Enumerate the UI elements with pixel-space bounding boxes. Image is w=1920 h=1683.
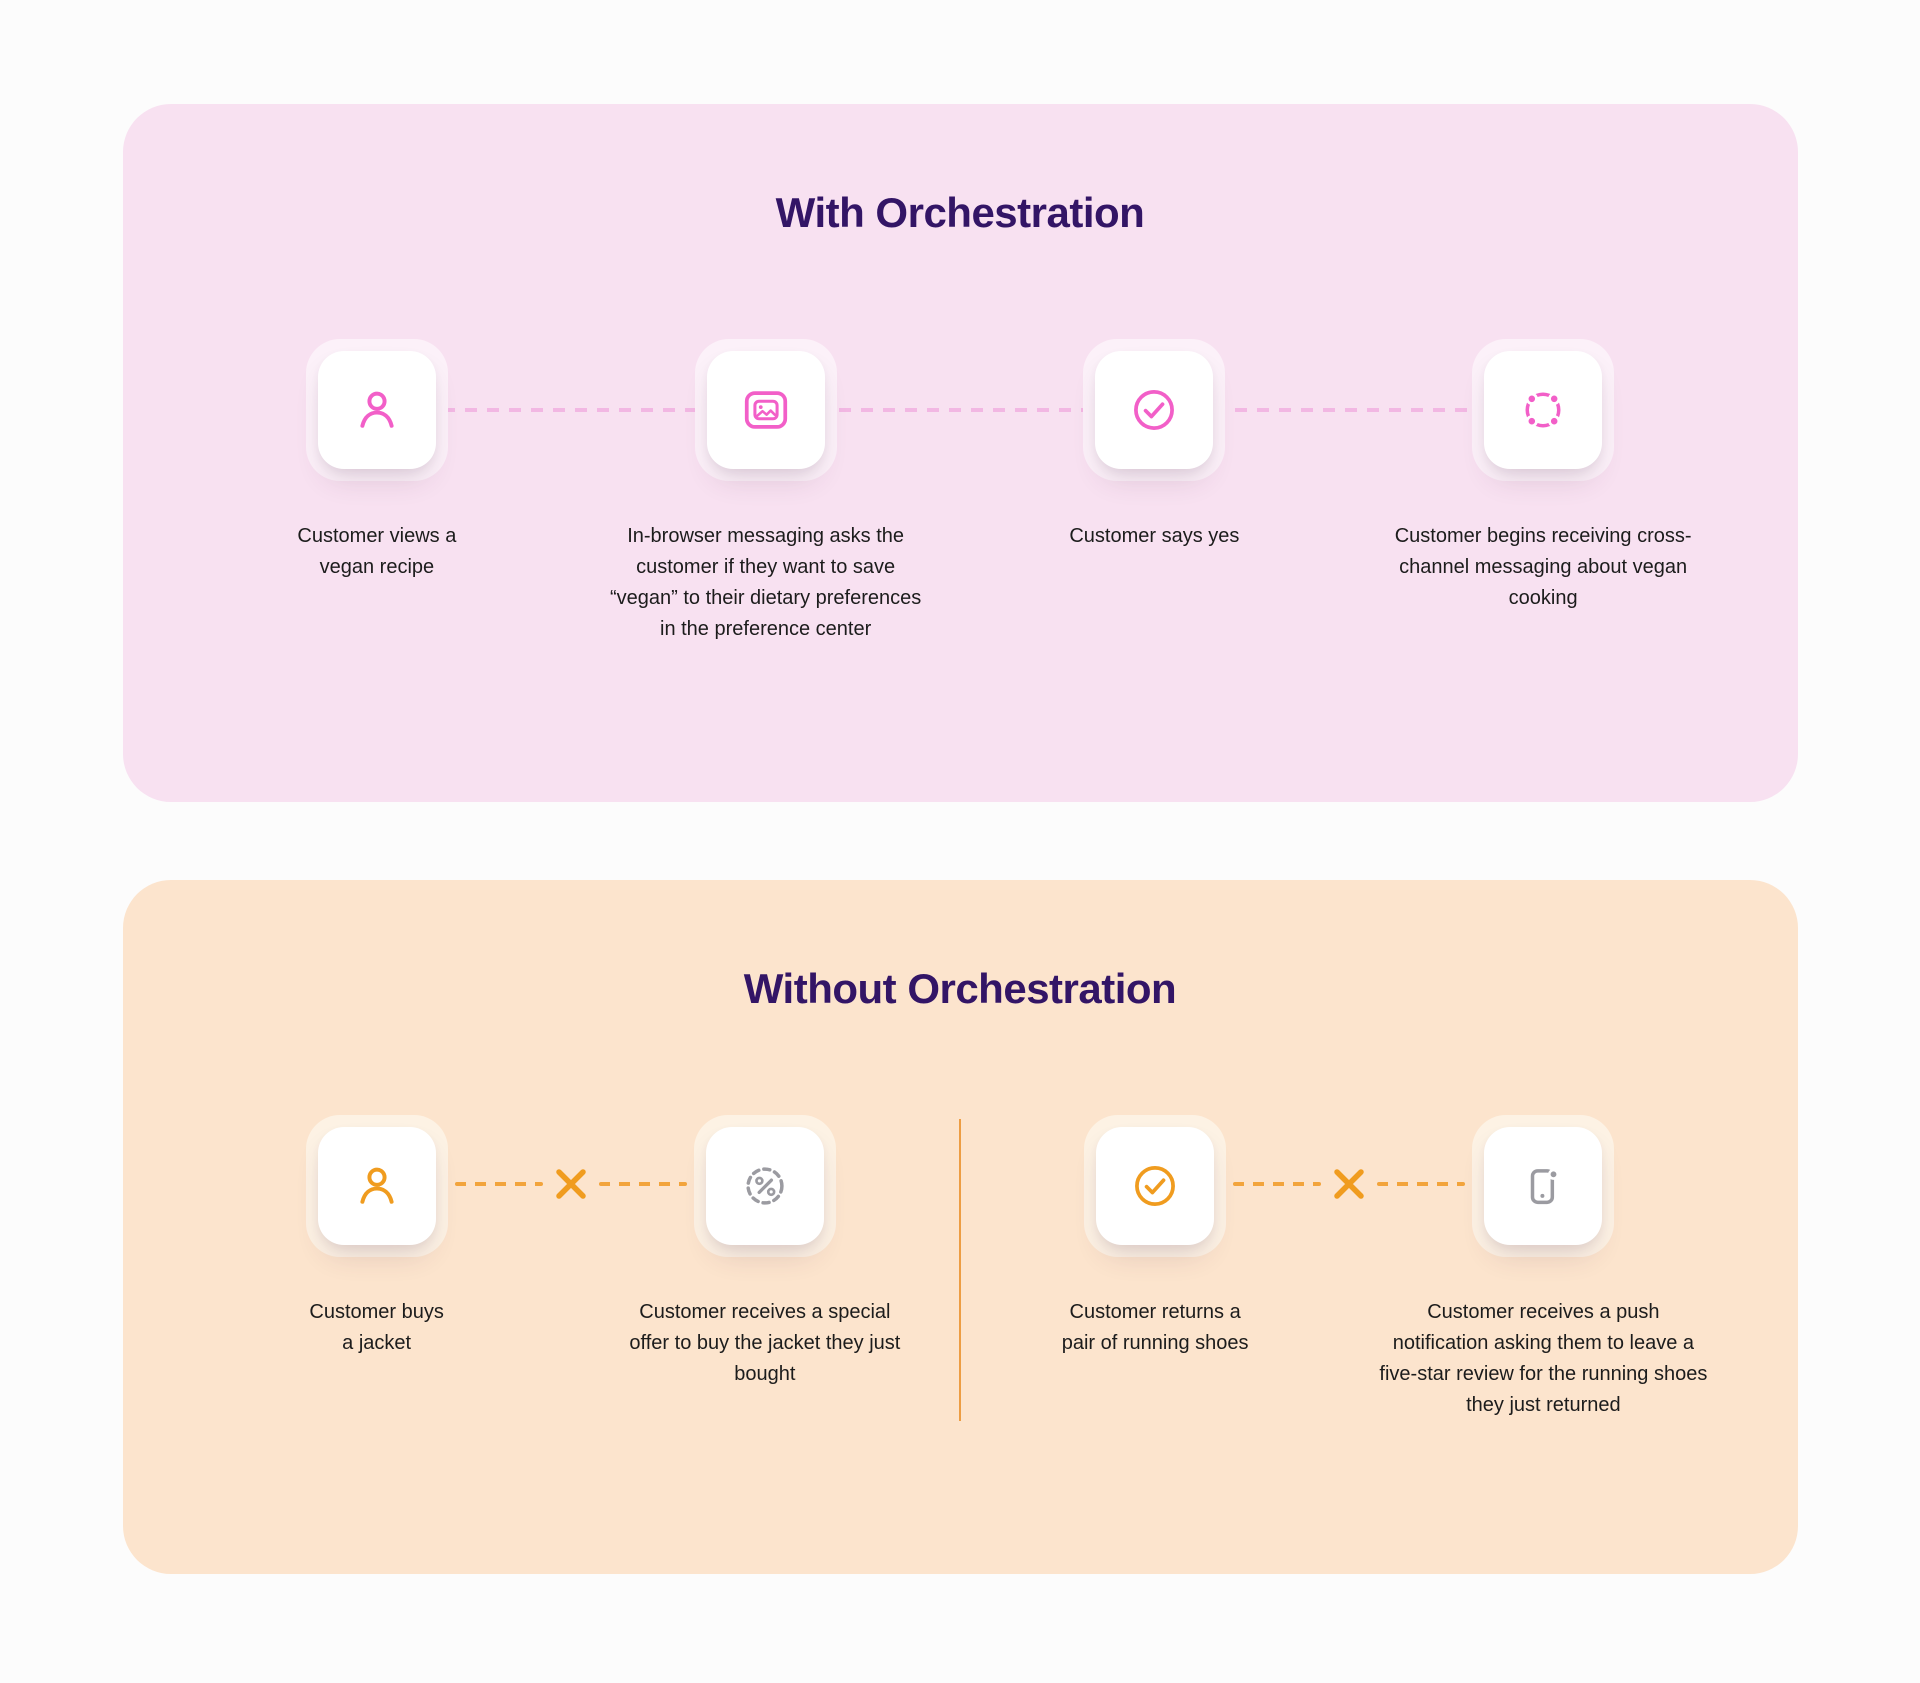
broken-connector bbox=[1233, 1164, 1466, 1204]
step-inbrowser-message: In-browser messaging asks the customer i… bbox=[571, 339, 960, 645]
broken-connector bbox=[454, 1164, 687, 1204]
icon-card-inner bbox=[1096, 1127, 1215, 1245]
user-icon bbox=[360, 1167, 394, 1204]
step-caption: Customer receives a push notification as… bbox=[1379, 1301, 1708, 1416]
step-caption: Customer returns a pair of running shoes bbox=[1061, 1301, 1249, 1354]
with-orchestration-panel: With Orchestration Customer views a vega… bbox=[122, 104, 1798, 802]
icon-card-inner bbox=[705, 1127, 824, 1245]
flow-connector-line bbox=[376, 408, 1544, 412]
dash-segment bbox=[1377, 1182, 1466, 1186]
icon-card bbox=[305, 339, 448, 481]
orchestration-network-icon bbox=[1525, 392, 1561, 428]
x-mark-icon bbox=[556, 1169, 586, 1199]
icon-card bbox=[1472, 339, 1615, 481]
check-circle-icon bbox=[1134, 390, 1175, 430]
step-caption: Customer begins receiving cross-channel … bbox=[1394, 525, 1692, 609]
push-notification-icon bbox=[1531, 1168, 1560, 1205]
x-mark-icon bbox=[1334, 1169, 1364, 1199]
step-caption: Customer receives a special offer to buy… bbox=[629, 1301, 901, 1385]
without-orchestration-pairs: Customer buys a jacket Cu bbox=[183, 1115, 1738, 1421]
dash-segment bbox=[598, 1182, 687, 1186]
step-views-recipe: Customer views a vegan recipe bbox=[183, 339, 572, 645]
without-orchestration-title: Without Orchestration bbox=[743, 965, 1177, 1012]
icon-card-inner bbox=[706, 351, 825, 469]
icon-card bbox=[1083, 339, 1226, 481]
step-caption: Customer says yes bbox=[1069, 525, 1240, 547]
pair-jacket: Customer buys a jacket Cu bbox=[183, 1115, 960, 1421]
icon-card-inner bbox=[317, 351, 436, 469]
browser-message-icon bbox=[744, 391, 787, 429]
dash-segment bbox=[1233, 1182, 1322, 1186]
vertical-divider bbox=[959, 1119, 961, 1421]
step-buys-jacket: Customer buys a jacket bbox=[183, 1115, 571, 1421]
check-circle-icon bbox=[1135, 1166, 1176, 1206]
offer-badge-icon bbox=[746, 1167, 784, 1205]
step-caption: Customer views a vegan recipe bbox=[297, 525, 457, 578]
step-returns-shoes: Customer returns a pair of running shoes bbox=[961, 1115, 1349, 1421]
user-icon bbox=[360, 391, 394, 428]
icon-card bbox=[694, 339, 837, 481]
icon-card bbox=[693, 1115, 836, 1257]
icon-card bbox=[1084, 1115, 1227, 1257]
step-caption: Customer buys a jacket bbox=[309, 1301, 444, 1354]
without-orchestration-panel: Without Orchestration bbox=[122, 880, 1798, 1574]
icon-card-inner bbox=[1484, 351, 1603, 469]
step-customer-says-yes: Customer says yes bbox=[960, 339, 1349, 645]
icon-card-inner bbox=[317, 1127, 436, 1245]
step-push-notification: Customer receives a push notification as… bbox=[1349, 1115, 1737, 1421]
icon-card-inner bbox=[1095, 351, 1214, 469]
icon-card bbox=[1472, 1115, 1615, 1257]
dash-segment bbox=[454, 1182, 543, 1186]
with-orchestration-title: With Orchestration bbox=[775, 189, 1145, 236]
with-orchestration-steps: Customer views a vegan recipe In-browser… bbox=[183, 339, 1738, 645]
step-special-offer: Customer receives a special offer to buy… bbox=[571, 1115, 959, 1421]
step-cross-channel: Customer begins receiving cross-channel … bbox=[1349, 339, 1738, 645]
icon-card bbox=[305, 1115, 448, 1257]
pair-running-shoes: Customer returns a pair of running shoes… bbox=[961, 1115, 1738, 1421]
step-caption: In-browser messaging asks the customer i… bbox=[609, 525, 922, 640]
icon-card-inner bbox=[1484, 1127, 1603, 1245]
